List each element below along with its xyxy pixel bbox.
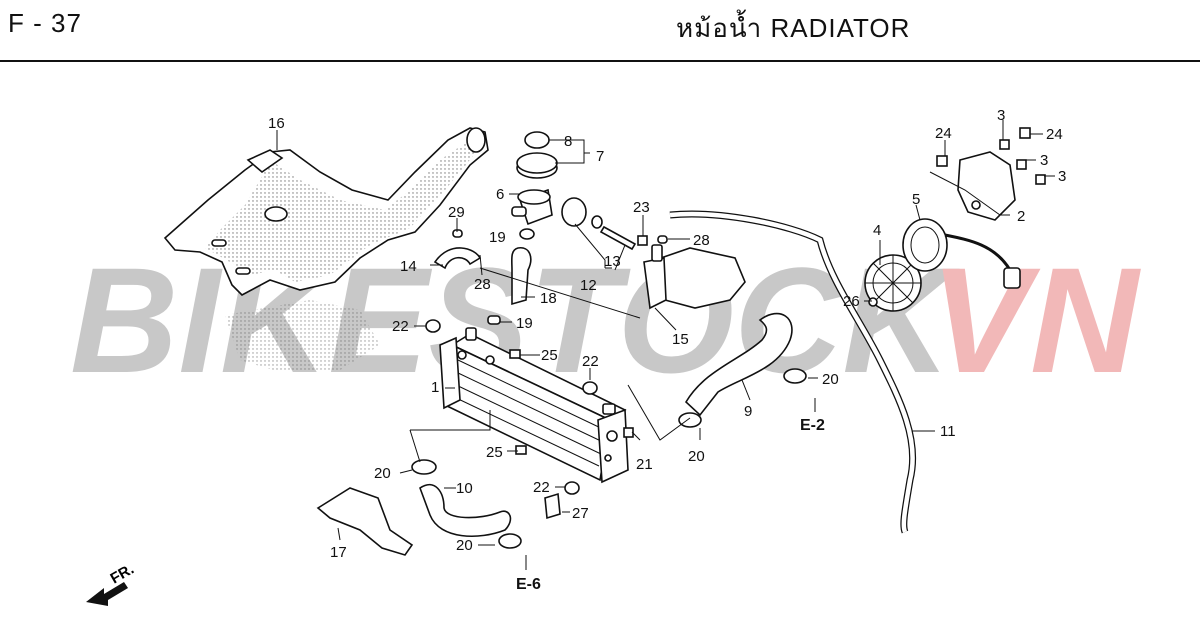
radiator-shroud-part-16 xyxy=(163,127,489,372)
hose-part-11 xyxy=(669,211,915,533)
callout-2: 2 xyxy=(1017,208,1025,225)
front-direction-arrow: FR. xyxy=(86,561,137,606)
radiator-cap-assembly xyxy=(511,131,558,240)
callout-7: 7 xyxy=(596,148,604,165)
callout-5: 5 xyxy=(912,191,920,208)
radiator-core-part-1 xyxy=(425,319,629,495)
callout-6: 6 xyxy=(496,186,504,203)
callout-24: 24 xyxy=(935,125,952,142)
callout-25: 25 xyxy=(486,444,503,461)
leader-lines xyxy=(276,120,1055,570)
callout-25: 25 xyxy=(541,347,558,364)
bracket-part-17 xyxy=(316,487,414,556)
reserve-tank-part-15 xyxy=(643,244,746,310)
callout-20: 20 xyxy=(688,448,705,465)
ref-e6: E-6 xyxy=(516,576,541,593)
callout-19: 19 xyxy=(516,315,533,332)
callout-24: 24 xyxy=(1046,126,1063,143)
callout-9: 9 xyxy=(744,403,752,420)
callout-22: 22 xyxy=(582,353,599,370)
callout-15: 15 xyxy=(672,331,689,348)
hose-part-9 xyxy=(684,312,793,417)
callout-3: 3 xyxy=(1058,168,1066,185)
callout-28: 28 xyxy=(474,276,491,293)
callout-22: 22 xyxy=(392,318,409,335)
callout-16: 16 xyxy=(268,115,285,132)
fasteners xyxy=(452,127,1046,520)
callout-1: 1 xyxy=(431,379,439,396)
hoses xyxy=(419,210,917,538)
callout-20: 20 xyxy=(822,371,839,388)
callout-17: 17 xyxy=(330,544,347,561)
callout-3: 3 xyxy=(1040,152,1048,169)
callout-14: 14 xyxy=(400,258,417,275)
callout-29: 29 xyxy=(448,204,465,221)
reserve-cap-part-12 xyxy=(561,197,637,251)
callout-19: 19 xyxy=(489,229,506,246)
callout-20: 20 xyxy=(456,537,473,554)
callout-numbers: 1 2 3 3 3 4 5 6 7 8 9 10 11 12 13 14 15 … xyxy=(268,107,1066,561)
callout-4: 4 xyxy=(873,222,881,239)
callout-20: 20 xyxy=(374,465,391,482)
callout-3: 3 xyxy=(997,107,1005,124)
hose-part-10 xyxy=(419,483,512,538)
ref-e2: E-2 xyxy=(800,417,825,434)
hose-clamps xyxy=(411,368,807,549)
page-title: หม้อน้ำ RADIATOR xyxy=(676,13,911,43)
page-code: F - 37 xyxy=(8,8,82,38)
callout-18: 18 xyxy=(540,290,557,307)
hose-part-14 xyxy=(433,247,482,270)
header-divider xyxy=(0,60,1200,62)
callout-13: 13 xyxy=(604,253,621,270)
front-direction-label: FR. xyxy=(108,561,137,588)
hose-part-18 xyxy=(510,247,532,306)
callout-8: 8 xyxy=(564,133,572,150)
callout-22: 22 xyxy=(533,479,550,496)
watermark-accent-text: VN xyxy=(930,236,1141,404)
callout-11: 11 xyxy=(940,423,956,440)
callout-23: 23 xyxy=(633,199,650,216)
fan-assembly xyxy=(864,151,1021,312)
callout-26: 26 xyxy=(843,293,860,310)
callout-28: 28 xyxy=(693,232,710,249)
callout-27: 27 xyxy=(572,505,589,522)
callout-10: 10 xyxy=(456,480,473,497)
callout-21: 21 xyxy=(636,456,653,473)
callout-12: 12 xyxy=(580,277,597,294)
watermark: BIKESTOCK VN xyxy=(70,236,1141,404)
